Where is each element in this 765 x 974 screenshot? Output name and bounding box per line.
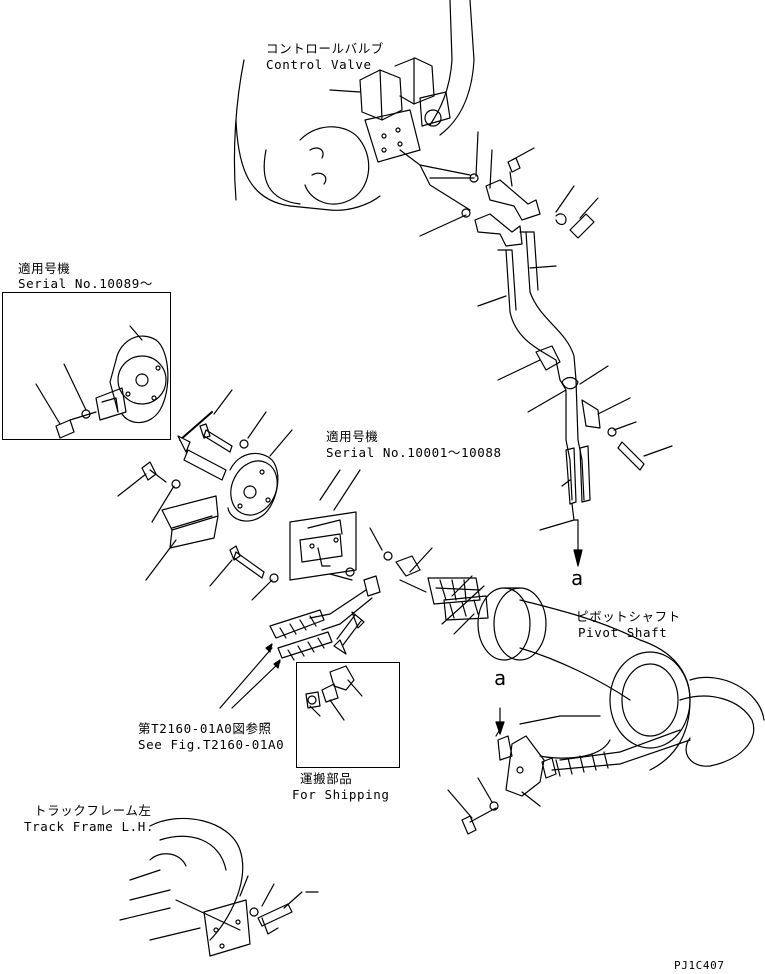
valve-fittings (461, 157, 645, 567)
track-frame-label-jp: トラックフレーム左 (34, 803, 152, 818)
bracket-group (117, 389, 293, 601)
serial-new-label-en: Serial No.10089～ (18, 276, 153, 291)
arrow-a-top-label: a (571, 566, 584, 590)
control-valve-label-en: Control Valve (266, 57, 372, 72)
track-frame-drawing (119, 817, 319, 957)
shipping-label-jp: 運搬部品 (300, 771, 353, 786)
inset-old-serial-box (286, 466, 388, 582)
control-valve-leader (329, 89, 361, 93)
pivot-shaft-label-en: Pivot Shaft (578, 625, 668, 640)
arrow-a-bottom-label: a (494, 666, 507, 690)
track-frame-label-en: Track Frame L.H. (24, 819, 155, 834)
see-fig-label-jp: 第T2160-01A0図参照 (138, 721, 272, 736)
drawing-id: PJ1C407 (674, 959, 725, 972)
serial-new-label-jp: 適用号機 (18, 261, 71, 276)
shipping-parts (305, 665, 363, 721)
pivot-shaft-label-jp: ピボットシャフト (576, 609, 681, 624)
pivot-shaft-drawing (447, 587, 765, 835)
serial-old-label-en: Serial No.10001～10088 (326, 445, 502, 460)
shipping-label-en: For Shipping (292, 787, 390, 802)
inset-new-serial-box (2, 292, 171, 440)
see-fig-label-en: See Fig.T2160-01A0 (138, 737, 285, 752)
leader-lines-top (419, 131, 673, 531)
inset-new-serial-drawing (35, 325, 169, 439)
shipping-box (296, 662, 400, 768)
control-valve-label-jp: コントロールバルブ (266, 41, 384, 56)
serial-old-label-jp: 適用号機 (326, 429, 379, 444)
control-valve-drawing (233, 0, 475, 211)
center-fittings (219, 547, 489, 709)
old-serial-bracket (289, 469, 393, 581)
